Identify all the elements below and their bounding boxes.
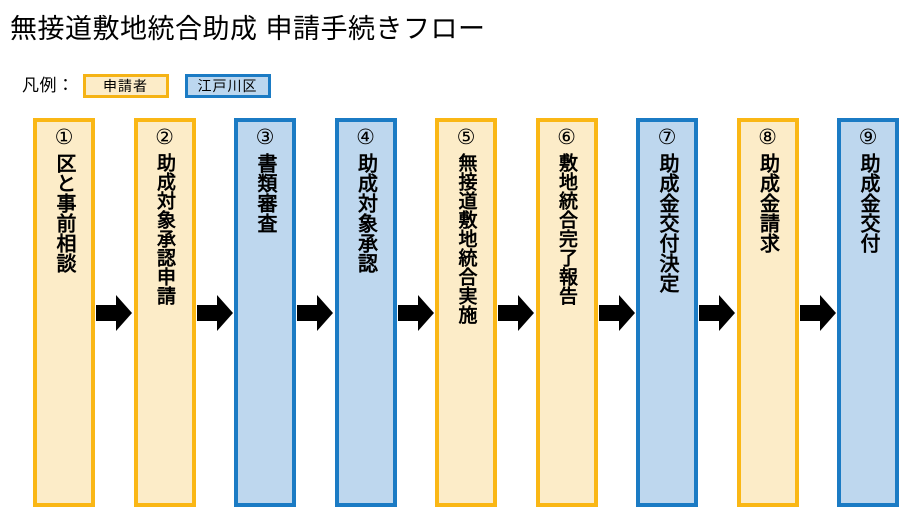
flow-step-label: 助成対象承認 [354, 153, 377, 273]
flow-step-number: ④ [356, 126, 375, 149]
flow-step-number: ⑤ [456, 126, 476, 149]
flow-arrow-right-icon [96, 293, 133, 333]
flow-arrow-right-icon [799, 293, 836, 333]
flow-step-label: 無接道敷地統合実施 [455, 153, 477, 324]
flow-step-number: ① [54, 126, 74, 149]
flow-arrow-right-icon [397, 293, 434, 333]
flow-step-label: 助成金請求 [756, 153, 779, 253]
flow-arrow-right-icon [498, 293, 535, 333]
flow-step-3: ③ 書類審査 [234, 118, 296, 507]
flow-step-number: ② [155, 126, 174, 149]
process-flow: ① 区と事前相談 ② 助成対象承認申請 ③ 書類審査 ④ 助成対象承認 ⑤ 無接道敷地統合実施 ⑥ 敷… [0, 118, 915, 510]
flow-step-5: ⑤ 無接道敷地統合実施 [435, 118, 497, 507]
flow-arrow-right-icon [699, 293, 736, 333]
legend: 凡例： 申請者 江戸川区 [22, 72, 287, 100]
flow-step-label: 敷地統合完了報告 [556, 153, 577, 305]
flow-step-label: 助成金交付決定 [656, 153, 678, 293]
flow-step-6: ⑥ 敷地統合完了報告 [535, 118, 598, 507]
flow-step-label: 書類審査 [254, 153, 276, 233]
flow-step-7: ⑦ 助成金交付決定 [636, 118, 698, 507]
flow-arrow-right-icon [196, 293, 233, 333]
flow-step-label: 区と事前相談 [53, 153, 75, 273]
flow-step-number: ⑦ [657, 126, 677, 149]
page-title: 無接道敷地統合助成 申請手続きフロー [10, 14, 486, 44]
flow-step-number: ⑨ [858, 126, 878, 149]
flow-step-1: ① 区と事前相談 [33, 118, 95, 507]
legend-label: 凡例： [22, 76, 75, 95]
flow-arrow-right-icon [297, 293, 334, 333]
flow-step-number: ③ [255, 126, 275, 149]
flow-step-8: ⑧ 助成金請求 [736, 118, 799, 507]
flow-step-label: 助成金交付 [857, 153, 879, 253]
flow-step-2: ② 助成対象承認申請 [133, 118, 196, 507]
legend-chip-ward: 江戸川区 [184, 74, 271, 98]
flow-arrow-right-icon [598, 293, 635, 333]
flow-step-9: ⑨ 助成金交付 [837, 118, 899, 507]
flow-step-number: ⑧ [758, 126, 777, 149]
legend-chip-applicant: 申請者 [82, 74, 169, 98]
flow-step-4: ④ 助成対象承認 [334, 118, 397, 507]
flow-step-number: ⑥ [557, 126, 576, 149]
flow-step-label: 助成対象承認申請 [154, 153, 175, 305]
